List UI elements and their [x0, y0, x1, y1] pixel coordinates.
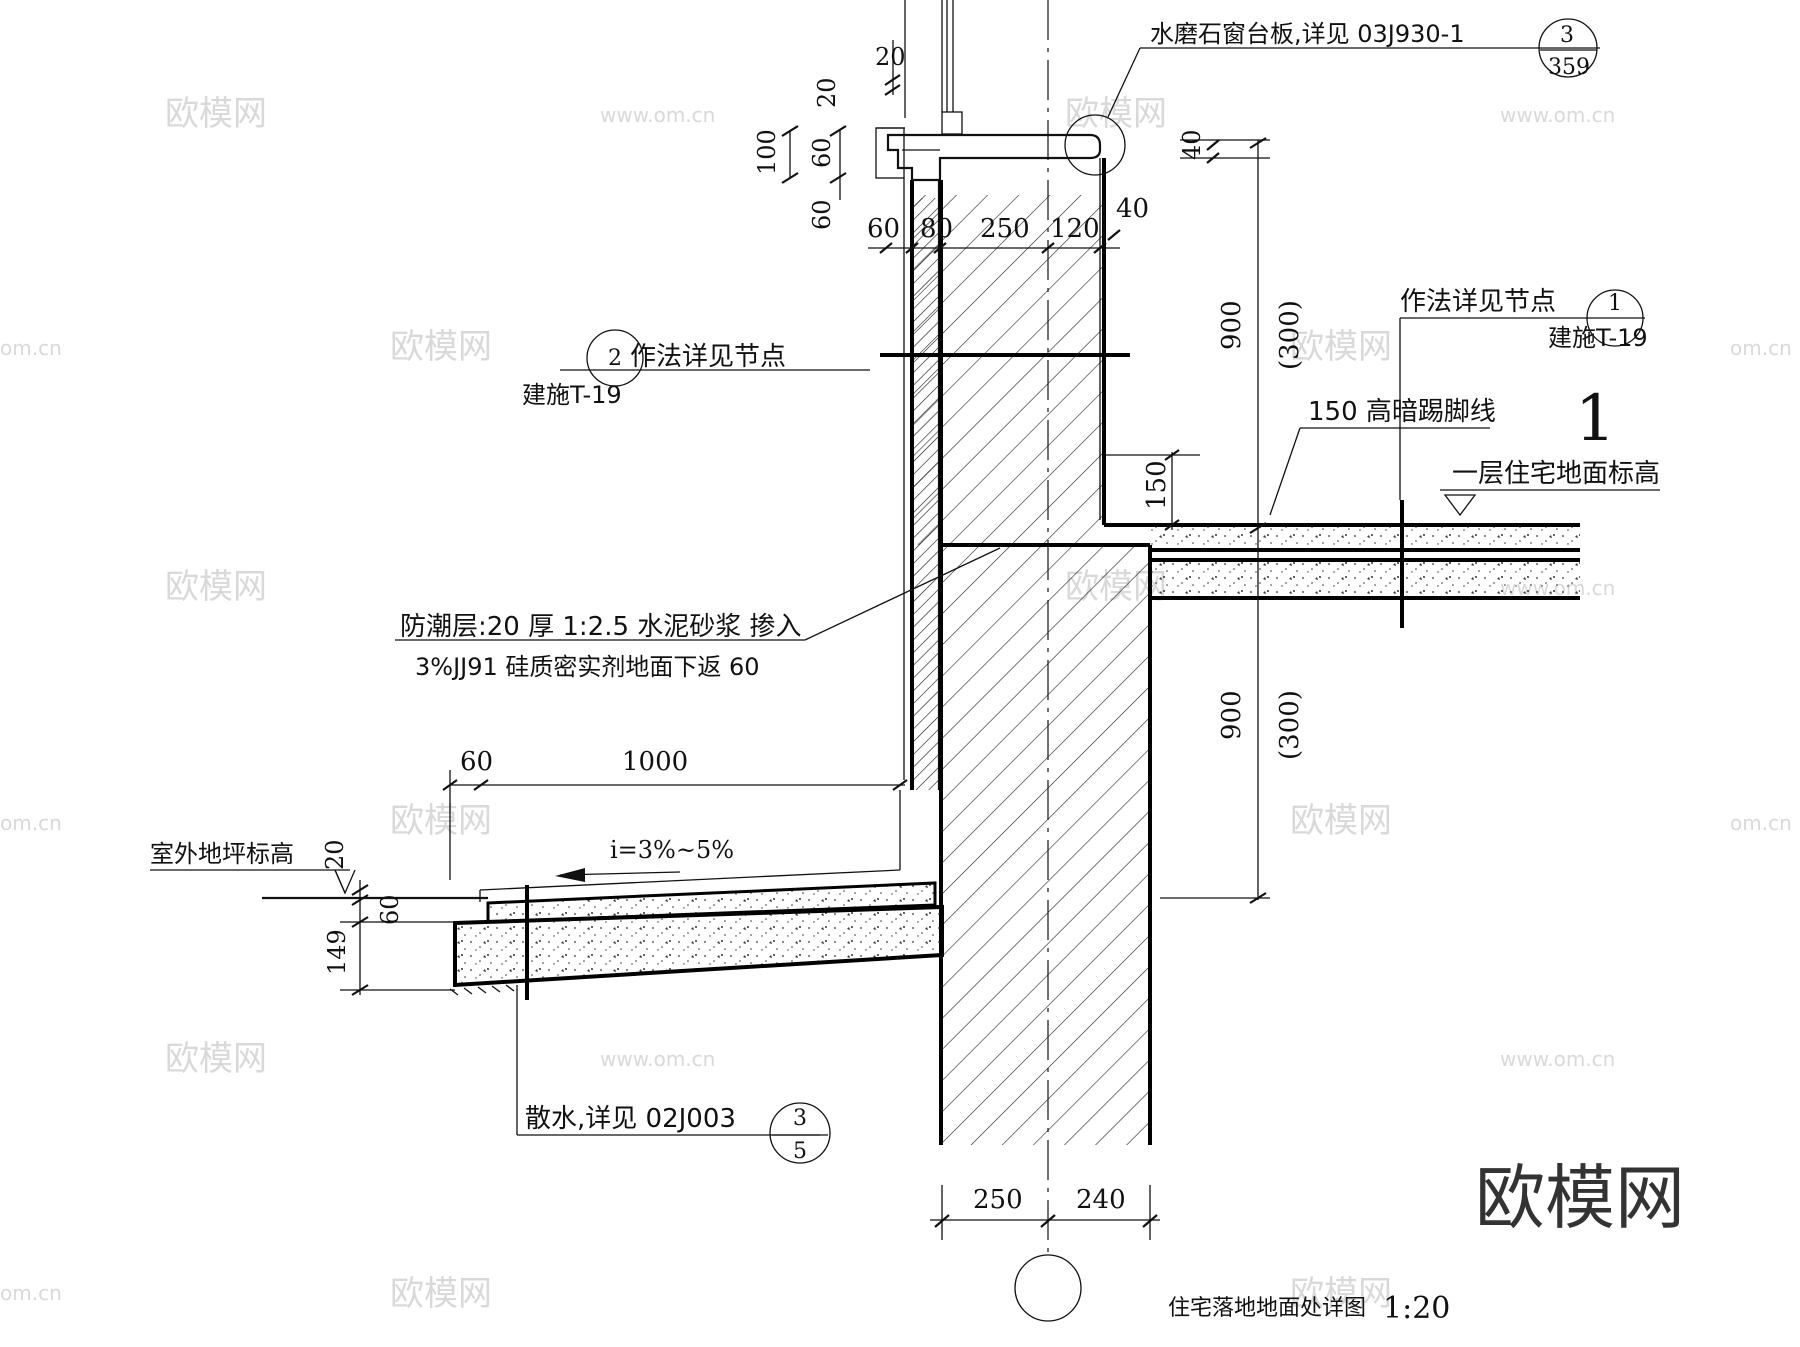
leaders — [150, 18, 1660, 1164]
logo-watermark: 欧模网 — [1475, 1157, 1685, 1239]
dim-60-b: 60 — [808, 199, 836, 230]
watermark-site: www.om.cn — [1500, 103, 1615, 127]
dim-40-top: 40 — [1178, 129, 1206, 160]
window-frame — [875, 0, 963, 179]
watermark-brand: 欧模网 — [1290, 327, 1392, 367]
watermark-brand: 欧模网 — [1290, 801, 1392, 841]
dimension-text: 20 20 100 60 60 40 60 80 250 120 40 900 … — [321, 43, 1305, 1215]
watermark-layer: 欧模网 www.om.cn 欧模网 www.om.cn om.cn 欧模网 欧模… — [0, 94, 1792, 1314]
watermark-site: www.om.cn — [600, 103, 715, 127]
dim-250-top: 250 — [980, 214, 1030, 244]
dim-250-bottom: 250 — [973, 1185, 1023, 1215]
dim-150: 150 — [1142, 460, 1172, 510]
watermark-site-short: om.cn — [1730, 336, 1792, 360]
apron-note: 散水,详见 02J003 — [525, 1104, 736, 1134]
dim-20-top: 20 — [875, 43, 906, 71]
node-ref-right-num: 1 — [1608, 291, 1622, 316]
dim-100: 100 — [753, 129, 781, 175]
sill-ref-top: 3 — [1560, 23, 1574, 48]
dimension-lines — [340, 40, 1270, 1240]
node-ref-left-sheet: 建施T-19 — [522, 381, 622, 409]
watermark-brand: 欧模网 — [390, 801, 492, 841]
watermark-site-short: om.cn — [0, 811, 62, 835]
node-ref-left-num: 2 — [608, 346, 622, 371]
dim-60-a: 60 — [808, 137, 836, 168]
dim-80: 80 — [920, 214, 953, 244]
dim-120: 120 — [1050, 214, 1100, 244]
dim-900-top: 900 — [1217, 300, 1247, 350]
drawing-title: 住宅落地地面处详图 — [1168, 1296, 1366, 1321]
dpc-note-line2: 3%JJ91 硅质密实剂地面下返 60 — [415, 653, 760, 681]
watermark-brand: 欧模网 — [390, 327, 492, 367]
sill-ref-bottom: 359 — [1548, 55, 1590, 80]
upper-wall — [880, 133, 1152, 1145]
watermark-brand: 欧模网 — [390, 1274, 492, 1314]
watermark-site-short: om.cn — [1730, 811, 1792, 835]
watermark-brand: 欧模网 — [1290, 1274, 1392, 1314]
slope-note: i=3%~5% — [610, 836, 734, 864]
apron-ref-bottom: 5 — [793, 1139, 807, 1164]
outdoor-level-note: 室外地坪标高 — [150, 840, 294, 868]
floor-level-note: 一层住宅地面标高 — [1452, 459, 1660, 489]
watermark-site-short: om.cn — [0, 1281, 62, 1305]
apron-ref-top: 3 — [793, 1106, 807, 1131]
dim-1000: 1000 — [622, 747, 688, 777]
node-note-right: 作法详见节点 — [1400, 287, 1556, 317]
sill-note: 水磨石窗台板,详见 03J930-1 — [1150, 20, 1465, 48]
dim-900-bottom: 900 — [1217, 690, 1247, 740]
watermark-brand: 欧模网 — [165, 1039, 267, 1079]
dim-60-ground: 60 — [376, 894, 404, 925]
detail-number: 1 — [1575, 382, 1616, 456]
apron — [262, 790, 944, 1000]
drawing-scale: 1:20 — [1383, 1291, 1450, 1326]
floor-slab — [1150, 500, 1580, 628]
annotation-text: 水磨石窗台板,详见 03J930-1 3 359 作法详见节点 1 建施T-19… — [150, 20, 1660, 1326]
node-ref-right-sheet: 建施T-19 — [1548, 324, 1648, 352]
dim-300-top: (300) — [1275, 300, 1305, 370]
dim-20-b: 20 — [813, 77, 841, 108]
skirting-note: 150 高暗踢脚线 — [1308, 397, 1496, 427]
node-note-left: 作法详见节点 — [630, 342, 786, 372]
watermark-site-short: om.cn — [0, 336, 62, 360]
watermark-site: www.om.cn — [600, 1047, 715, 1071]
dim-40-b: 40 — [1116, 194, 1149, 224]
dim-300-bottom: (300) — [1275, 690, 1305, 760]
watermark-brand: 欧模网 — [165, 567, 267, 607]
dim-20-ground: 20 — [321, 839, 349, 870]
dim-149: 149 — [323, 929, 351, 975]
dim-60-c: 60 — [867, 214, 900, 244]
dpc-note-line1: 防潮层:20 厚 1:2.5 水泥砂浆 掺入 — [400, 612, 802, 642]
dim-240-bottom: 240 — [1076, 1185, 1126, 1215]
dim-60-left: 60 — [460, 747, 493, 777]
watermark-site: www.om.cn — [1500, 1047, 1615, 1071]
watermark-brand: 欧模网 — [165, 94, 267, 134]
